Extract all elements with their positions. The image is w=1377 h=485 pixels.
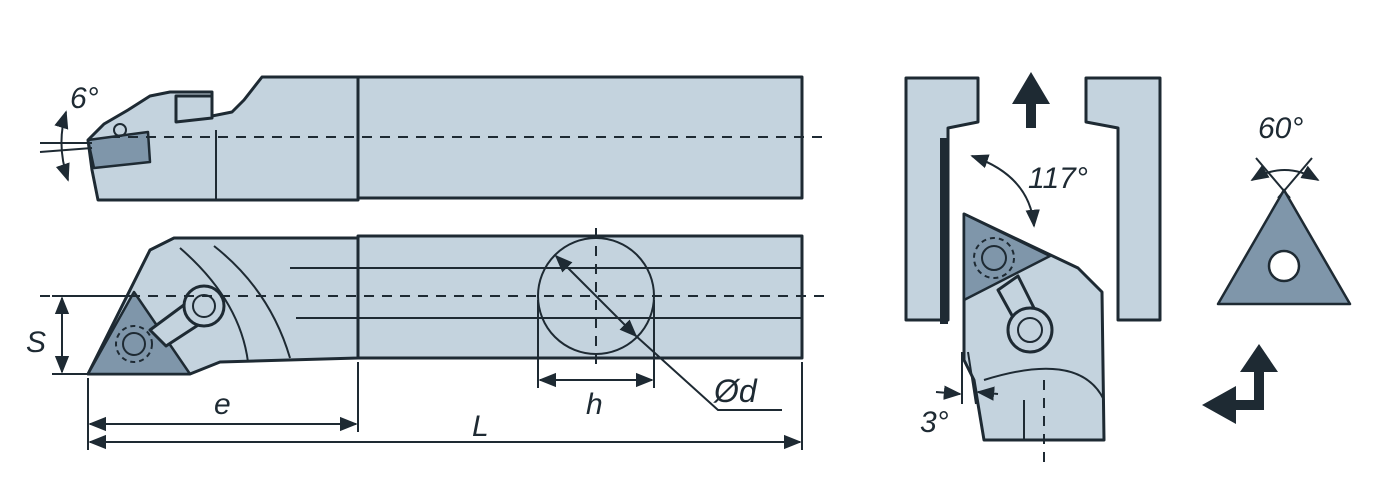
feed-direction-arrow-icon	[1012, 72, 1050, 128]
top-view	[39, 75, 828, 202]
dimensions	[52, 295, 803, 450]
workpiece-wall	[940, 138, 948, 324]
insert-hole	[1267, 249, 1301, 283]
insert-view	[1216, 157, 1352, 306]
workpiece-right	[1084, 76, 1162, 322]
label-s: S	[26, 326, 46, 359]
label-e: e	[214, 388, 231, 421]
top-head	[86, 75, 360, 202]
label-angle-insert: 60°	[1258, 112, 1303, 145]
side-view	[40, 228, 828, 411]
top-insert	[86, 130, 152, 170]
front-insert	[962, 212, 1052, 302]
label-angle-clearance: 3°	[920, 406, 949, 439]
label-l: L	[472, 410, 489, 443]
triangle-insert	[1216, 188, 1352, 306]
label-angle-entry: 117°	[1028, 162, 1088, 195]
front-view	[904, 72, 1162, 462]
left-hand-direction-icon	[1202, 344, 1278, 424]
label-d: Ød	[713, 373, 758, 409]
label-angle-top: 6°	[70, 82, 99, 115]
top-clamp	[174, 94, 214, 124]
label-h: h	[586, 388, 603, 421]
